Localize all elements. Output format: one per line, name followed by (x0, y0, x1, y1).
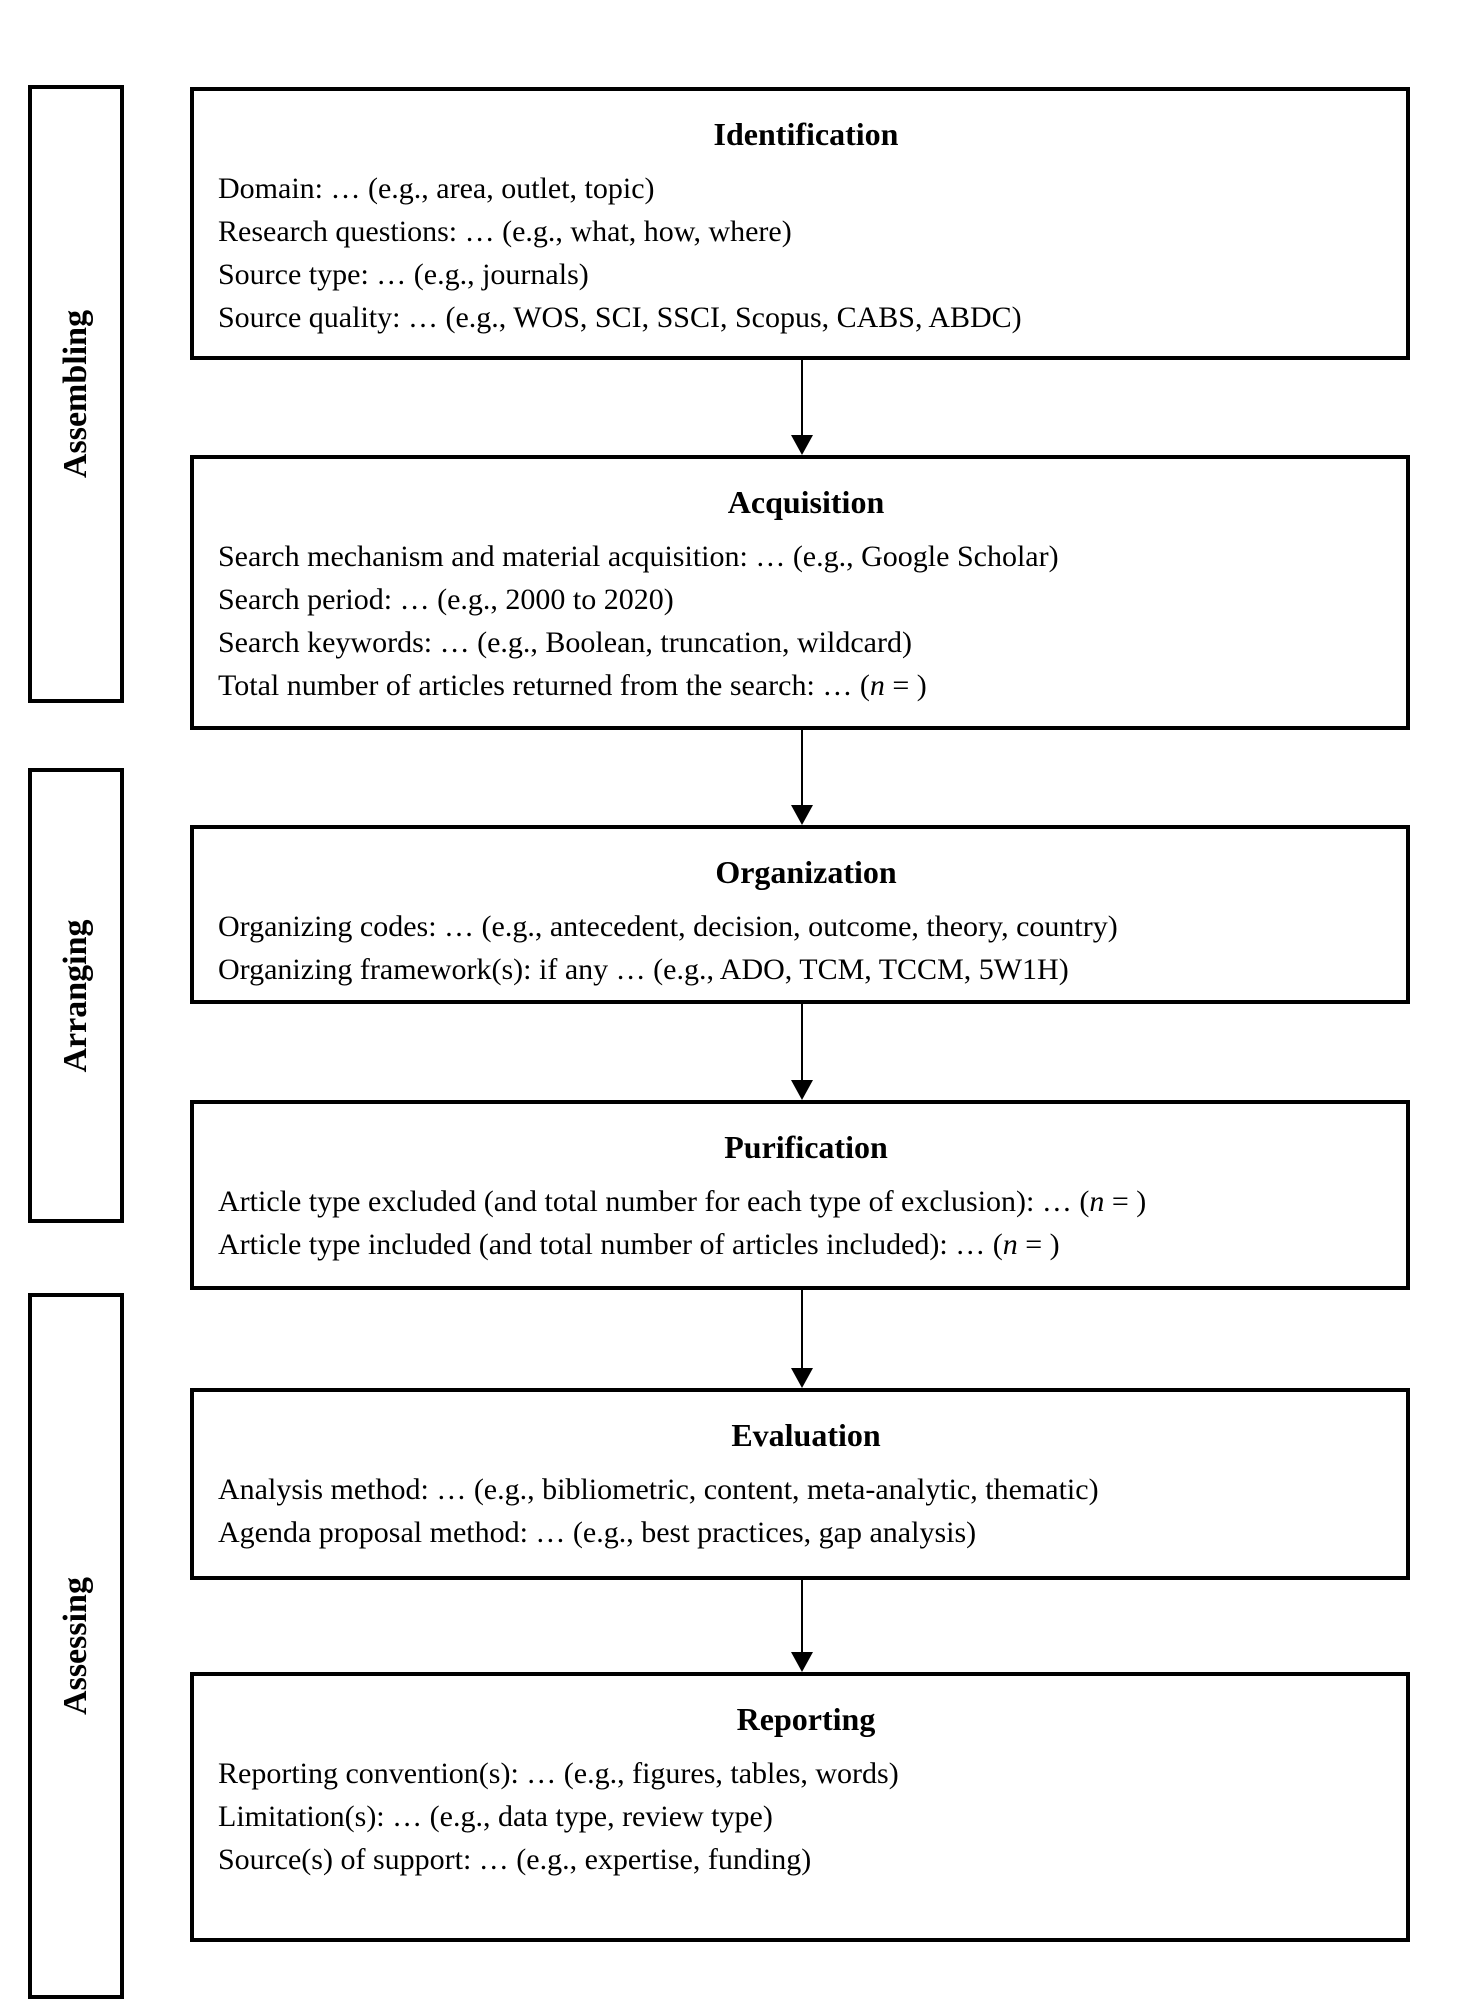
arrow-down-icon (791, 1652, 813, 1672)
box-identification: Identification Domain: … (e.g., area, ou… (190, 87, 1410, 360)
box-line: Total number of articles returned from t… (218, 669, 927, 702)
box-line: Article type included (and total number … (218, 1228, 1060, 1261)
box-line: Source type: … (e.g., journals) (218, 258, 589, 291)
box-title-reporting: Reporting (736, 1701, 876, 1737)
box-title-evaluation: Evaluation (731, 1417, 881, 1453)
italic-variable-n: n (1089, 1185, 1105, 1218)
box-line: Limitation(s): … (e.g., data type, revie… (218, 1800, 773, 1833)
arrow-identification-to-acquisition (791, 360, 813, 455)
stage-box-arranging: Arranging (28, 768, 124, 1223)
arrow-line (801, 1004, 803, 1082)
stage-label-assembling: Assembling (57, 309, 94, 479)
box-title-identification: Identification (713, 116, 899, 152)
box-reporting: Reporting Reporting convention(s): … (e.… (190, 1672, 1410, 1942)
box-line: Source quality: … (e.g., WOS, SCI, SSCI,… (218, 301, 1022, 334)
box-acquisition: Acquisition Search mechanism and materia… (190, 455, 1410, 730)
arrow-line (801, 1290, 803, 1370)
box-line: Analysis method: … (e.g., bibliometric, … (218, 1473, 1099, 1506)
box-title-organization: Organization (715, 854, 897, 890)
arrow-acquisition-to-organization (791, 730, 813, 825)
arrow-down-icon (791, 805, 813, 825)
stage-label-arranging: Arranging (57, 919, 94, 1072)
arrow-evaluation-to-reporting (791, 1580, 813, 1672)
box-line: Source(s) of support: … (e.g., expertise… (218, 1843, 812, 1876)
box-lines: Domain: … (e.g., area, outlet, topic) Res… (218, 167, 1394, 339)
box-line: Search keywords: … (e.g., Boolean, trunc… (218, 626, 912, 659)
box-organization: Organization Organizing codes: … (e.g., … (190, 825, 1410, 1004)
box-line: Search mechanism and material acquisitio… (218, 540, 1059, 573)
arrow-purification-to-evaluation (791, 1290, 813, 1388)
box-lines: Organizing codes: … (e.g., antecedent, d… (218, 905, 1394, 991)
box-line: Domain: … (e.g., area, outlet, topic) (218, 172, 655, 205)
spar-4-slr-diagram: Assembling Arranging Assessing Identific… (28, 85, 1410, 1999)
box-line: Article type excluded (and total number … (218, 1185, 1147, 1218)
box-title-acquisition: Acquisition (727, 484, 885, 520)
arrow-line (801, 730, 803, 807)
stage-box-assembling: Assembling (28, 85, 124, 703)
stage-label-assessing: Assessing (57, 1577, 94, 1715)
box-lines: Search mechanism and material acquisitio… (218, 535, 1394, 707)
box-title-purification: Purification (724, 1129, 888, 1165)
box-lines: Analysis method: … (e.g., bibliometric, … (218, 1468, 1394, 1554)
box-lines: Article type excluded (and total number … (218, 1180, 1394, 1266)
arrow-line (801, 1580, 803, 1654)
box-line: Research questions: … (e.g., what, how, … (218, 215, 792, 248)
italic-variable-n: n (1002, 1228, 1018, 1261)
box-line: Search period: … (e.g., 2000 to 2020) (218, 583, 674, 616)
arrow-line (801, 360, 803, 437)
arrow-organization-to-purification (791, 1004, 813, 1100)
box-evaluation: Evaluation Analysis method: … (e.g., bib… (190, 1388, 1410, 1580)
box-lines: Reporting convention(s): … (e.g., figure… (218, 1752, 1394, 1881)
italic-variable-n: n (869, 669, 885, 702)
box-line: Organizing codes: … (e.g., antecedent, d… (218, 910, 1118, 943)
box-line: Agenda proposal method: … (e.g., best pr… (218, 1516, 977, 1549)
box-purification: Purification Article type excluded (and … (190, 1100, 1410, 1290)
arrow-down-icon (791, 1080, 813, 1100)
arrow-down-icon (791, 1368, 813, 1388)
stage-box-assessing: Assessing (28, 1293, 124, 1999)
arrow-down-icon (791, 435, 813, 455)
box-line: Organizing framework(s): if any … (e.g.,… (218, 953, 1069, 986)
box-line: Reporting convention(s): … (e.g., figure… (218, 1757, 899, 1790)
